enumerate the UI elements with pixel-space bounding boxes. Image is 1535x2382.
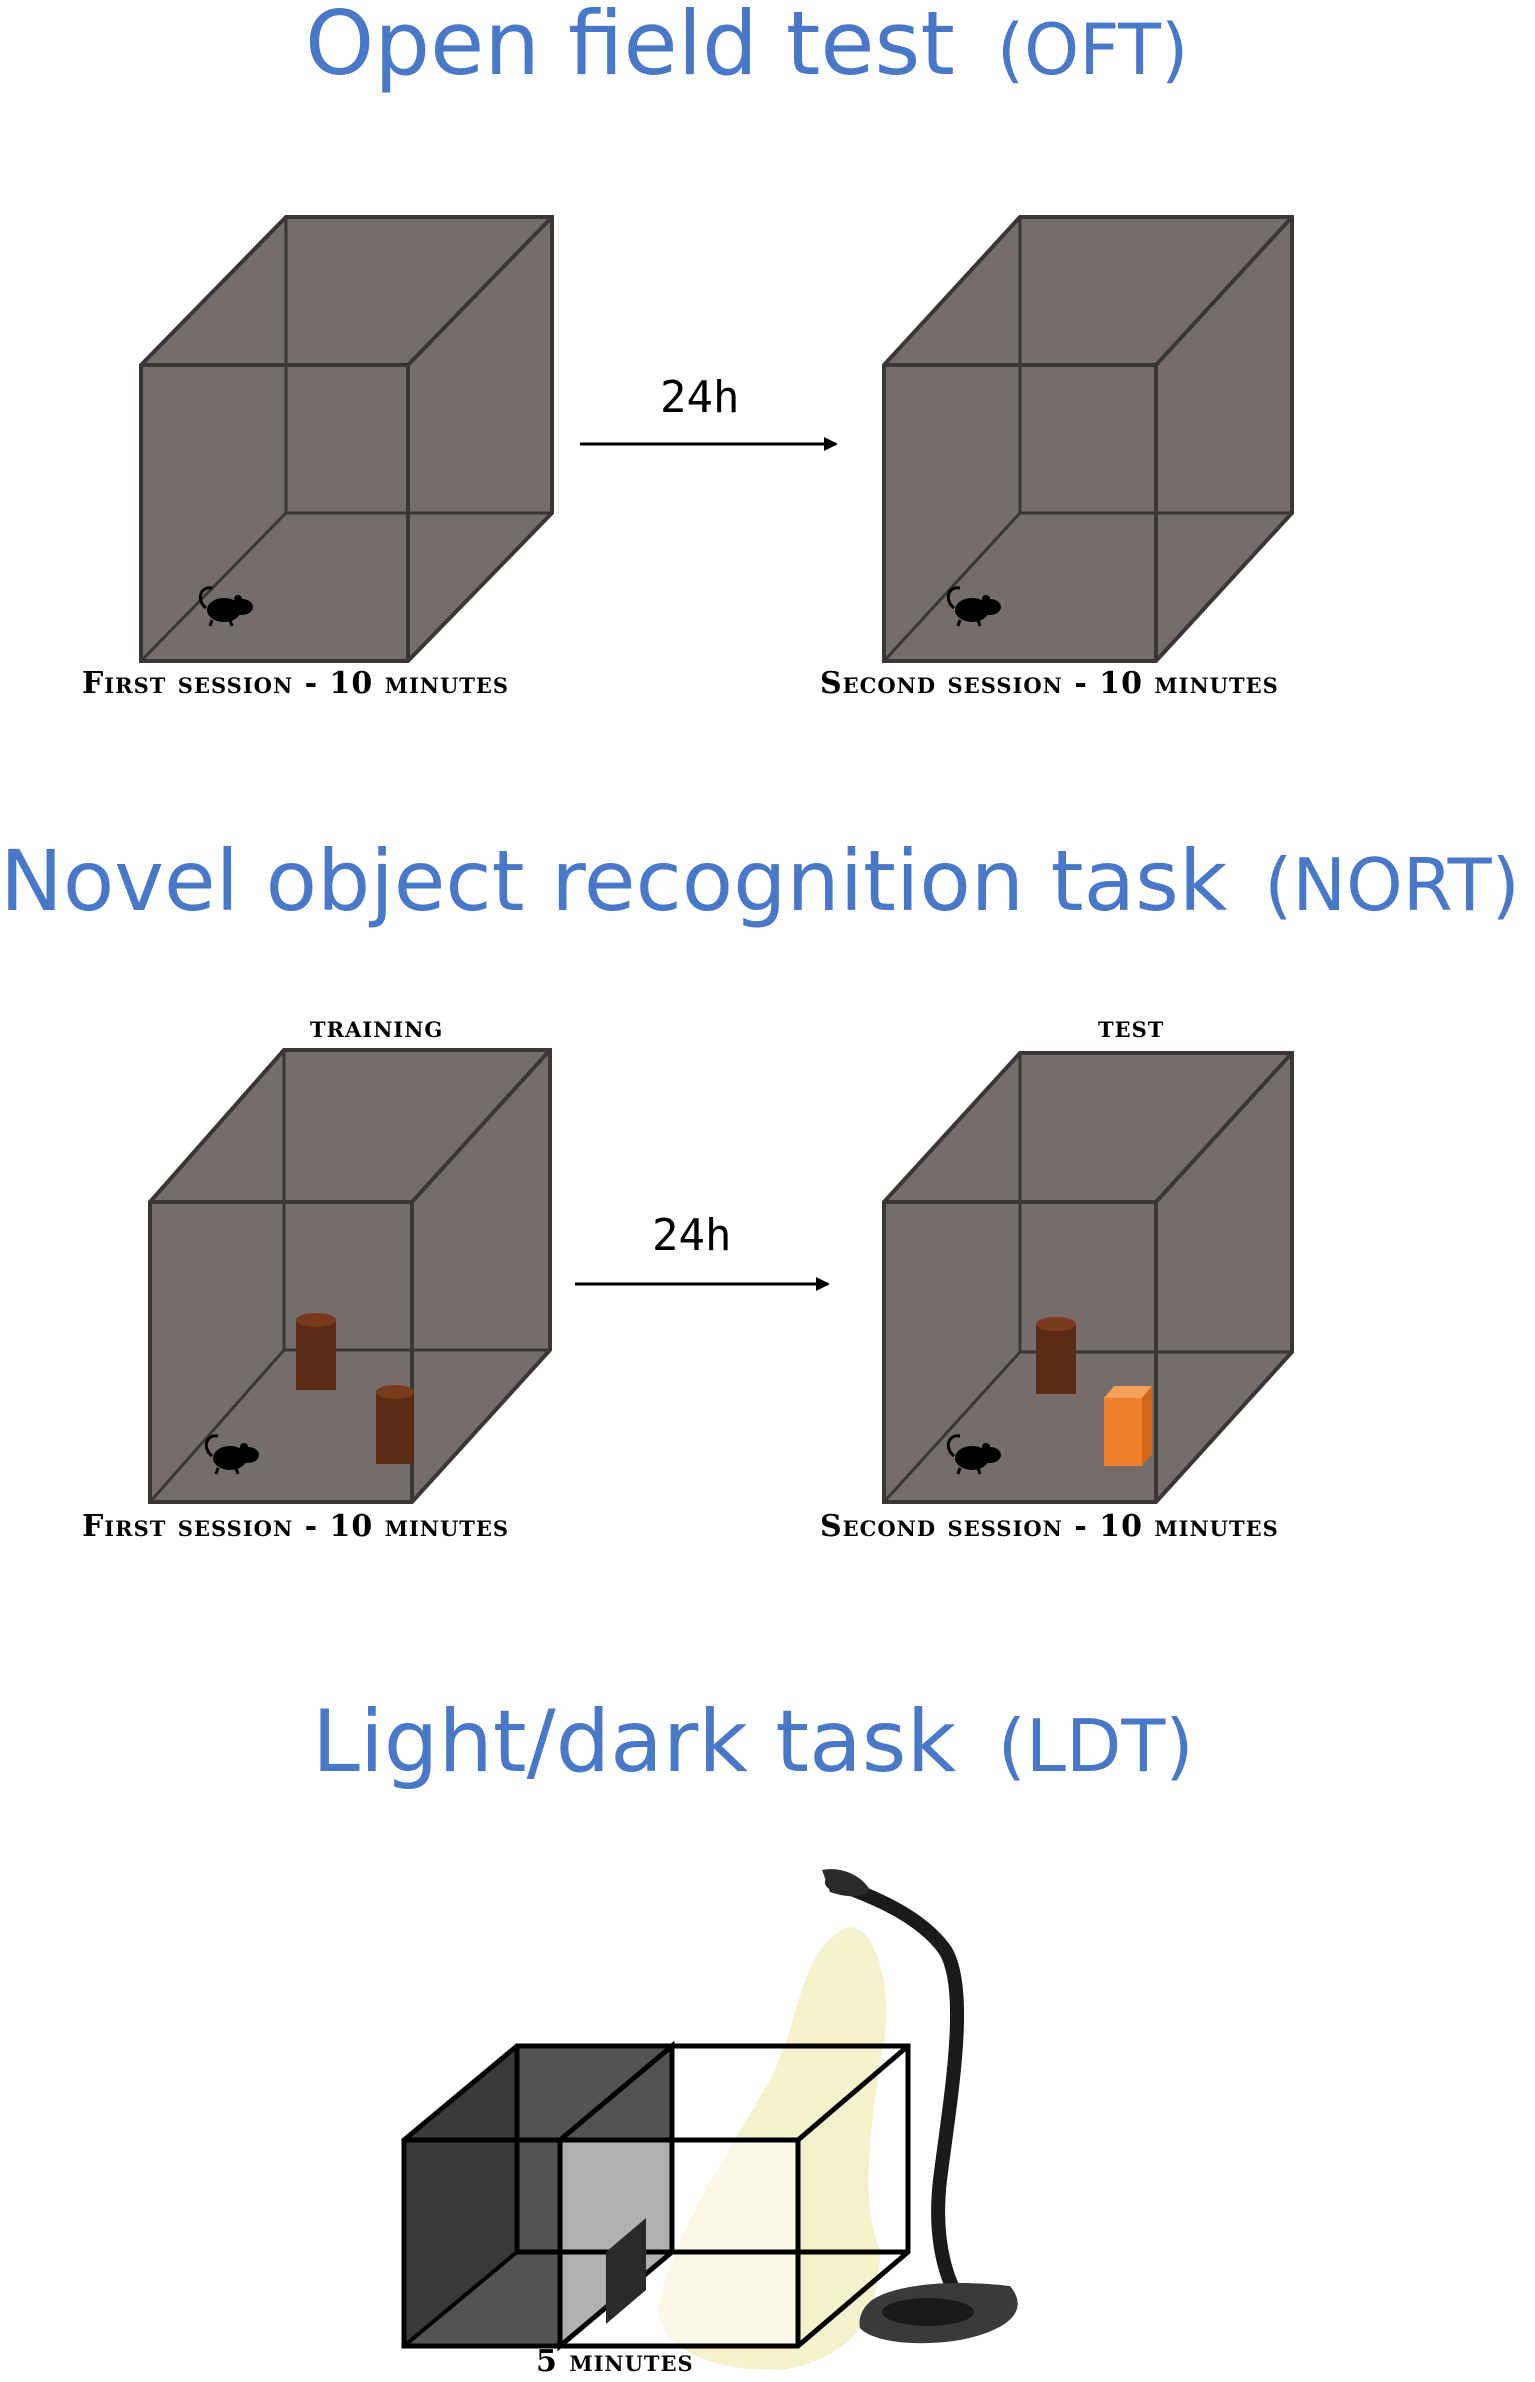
ldt-title: Light/dark task (LDT) xyxy=(312,1692,1193,1792)
oft-abbr: (OFT) xyxy=(996,9,1189,91)
familiar-object-2 xyxy=(376,1385,414,1464)
chamber-door xyxy=(606,2218,646,2324)
nort-abbr: (NORT) xyxy=(1264,843,1520,927)
lamp-icon xyxy=(822,1869,1018,2344)
oft-title-text: Open field test xyxy=(305,0,955,95)
familiar-object xyxy=(1036,1317,1076,1394)
ldt-title-text: Light/dark task xyxy=(312,1692,957,1792)
nort-second-caption: Second session - 10 minutes xyxy=(820,1509,1279,1544)
nort-training-label: training xyxy=(310,1010,444,1045)
oft-second-box xyxy=(882,215,1294,663)
nort-test-box xyxy=(882,1051,1294,1504)
oft-title: Open field test (OFT) xyxy=(305,0,1188,95)
ldt-abbr: (LDT) xyxy=(997,1704,1194,1788)
oft-first-box xyxy=(139,215,554,663)
familiar-object-1 xyxy=(296,1313,336,1390)
novel-object xyxy=(1104,1386,1152,1466)
oft-first-caption: First session - 10 minutes xyxy=(82,666,510,701)
nort-first-caption: First session - 10 minutes xyxy=(82,1509,510,1544)
ldt-caption: 5 minutes xyxy=(536,2344,694,2379)
nort-delay-label: 24h xyxy=(652,1210,732,1261)
oft-delay-label: 24h xyxy=(660,372,740,423)
oft-second-caption: Second session - 10 minutes xyxy=(820,666,1279,701)
nort-test-label: test xyxy=(1098,1010,1165,1045)
nort-title: Novel object recognition task (NORT) xyxy=(0,832,1520,930)
nort-training-box xyxy=(148,1048,552,1504)
nort-title-text: Novel object recognition task xyxy=(0,832,1228,930)
ldt-apparatus xyxy=(401,1927,911,2371)
